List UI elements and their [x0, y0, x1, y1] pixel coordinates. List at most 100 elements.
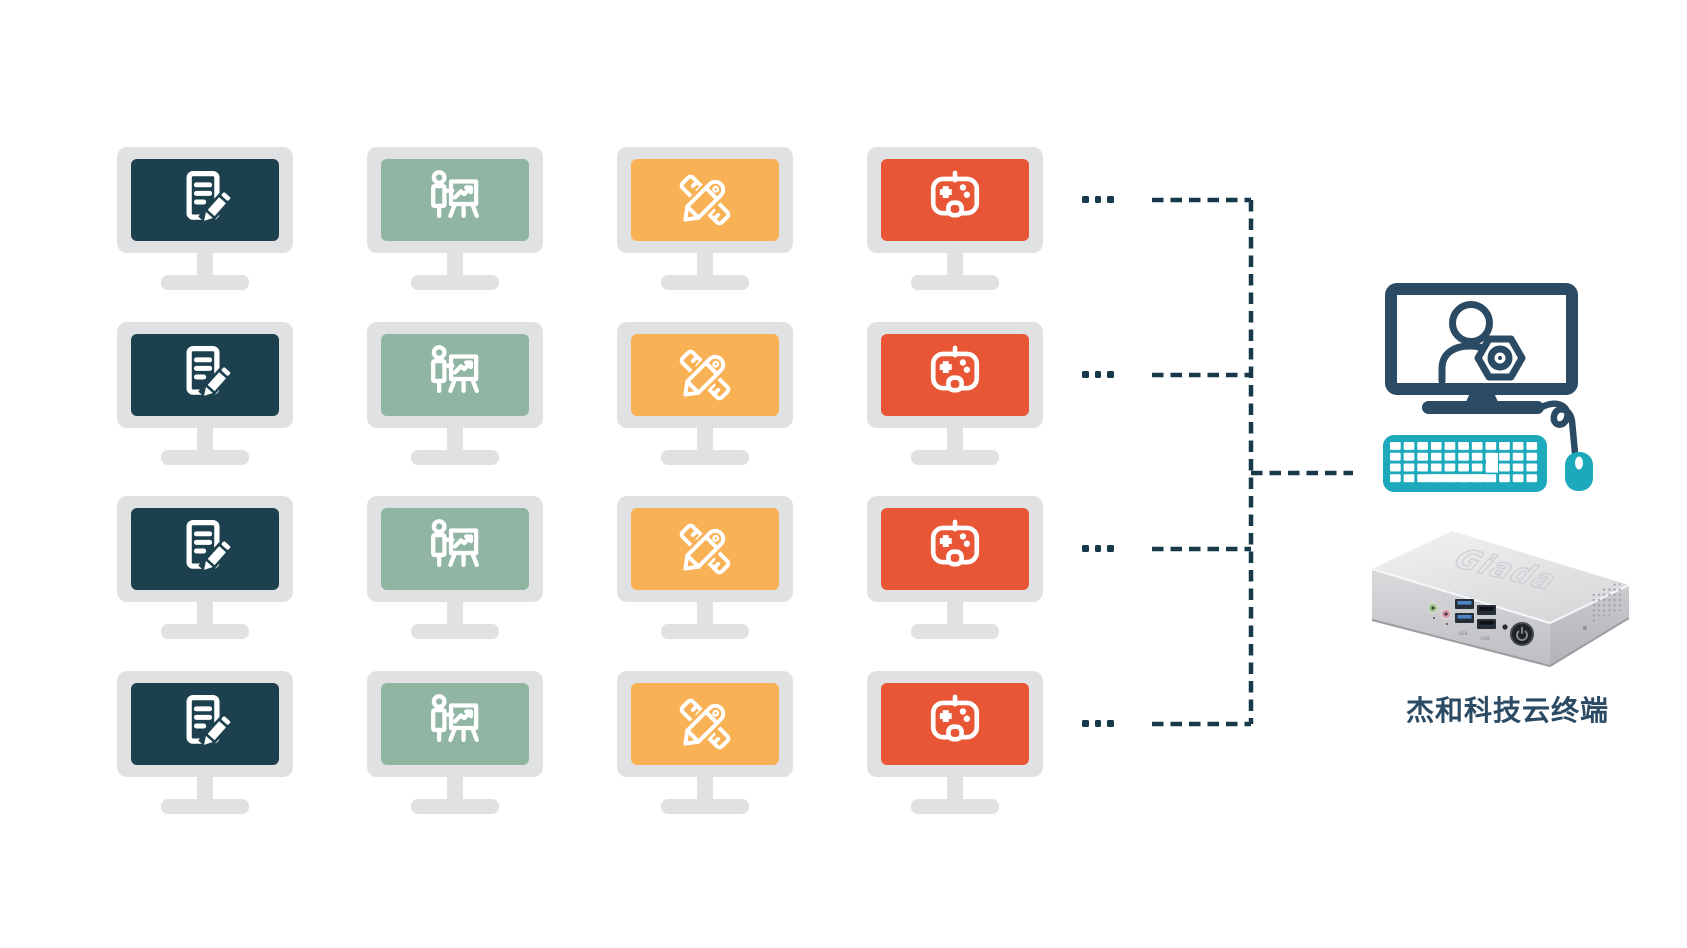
- row-ellipsis: [1082, 720, 1114, 727]
- vent-grille: [1591, 581, 1622, 623]
- monitor-stand-neck: [697, 252, 713, 275]
- mini-pc-illustration: Giada USB USB: [1371, 531, 1630, 668]
- monitor-stand-neck: [697, 427, 713, 450]
- monitor-stand-base: [911, 799, 999, 814]
- monitor-bezel: [367, 671, 543, 777]
- monitor-bezel: [117, 496, 293, 602]
- monitor-bezel: [367, 496, 543, 602]
- monitor-stand-base: [161, 799, 249, 814]
- presentation-chart-icon: [422, 691, 488, 757]
- front-ports: USB USB: [1427, 599, 1534, 646]
- monitor-bezel: [617, 147, 793, 253]
- power-button: [1510, 622, 1534, 646]
- monitor-screen: [131, 683, 279, 765]
- client-monitor-gaming: [867, 671, 1043, 814]
- client-monitor-documents: [117, 671, 293, 814]
- monitor-bezel: [367, 322, 543, 428]
- monitor-stand-neck: [447, 427, 463, 450]
- monitor-stand-neck: [447, 776, 463, 799]
- client-monitor-design: [617, 322, 793, 465]
- monitor-screen: [381, 334, 529, 416]
- monitor-stand-base: [661, 450, 749, 465]
- terminal-label: 杰和科技云终端: [1405, 694, 1609, 727]
- monitor-bezel: [617, 671, 793, 777]
- monitor-screen: [631, 508, 779, 590]
- monitor-stand-base: [161, 275, 249, 290]
- monitor-stand-neck: [697, 776, 713, 799]
- monitor-stand-base: [411, 624, 499, 639]
- monitor-bezel: [117, 322, 293, 428]
- monitor-screen: [131, 508, 279, 590]
- mouse-illustration: [1565, 452, 1593, 491]
- ruler-pencil-icon: [672, 342, 738, 408]
- monitor-stand-base: [661, 624, 749, 639]
- monitor-screen: [881, 683, 1029, 765]
- gamepad-icon: [922, 342, 988, 408]
- client-monitor-design: [617, 496, 793, 639]
- client-monitor-gaming: [867, 322, 1043, 465]
- monitor-screen: [381, 683, 529, 765]
- presentation-chart-icon: [422, 516, 488, 582]
- monitor-bezel: [617, 322, 793, 428]
- monitor-stand-base: [411, 799, 499, 814]
- mouse-cable: [1538, 400, 1579, 457]
- monitor-bezel: [867, 147, 1043, 253]
- usb-label: USB: [1480, 636, 1489, 642]
- client-monitor-presentation: [367, 322, 543, 465]
- monitor-stand-neck: [197, 601, 213, 624]
- client-monitor-documents: [117, 496, 293, 639]
- presentation-chart-icon: [422, 167, 488, 233]
- client-monitor-gaming: [867, 147, 1043, 290]
- monitor-bezel: [617, 496, 793, 602]
- monitor-bezel: [117, 147, 293, 253]
- admin-monitor-base: [1422, 401, 1544, 414]
- led-indicator: [1502, 624, 1508, 630]
- usb-label: USB: [1458, 631, 1467, 637]
- client-monitor-documents: [117, 147, 293, 290]
- monitor-stand-base: [411, 450, 499, 465]
- document-edit-icon: [172, 167, 238, 233]
- gamepad-icon: [922, 167, 988, 233]
- ruler-pencil-icon: [672, 516, 738, 582]
- document-edit-icon: [172, 342, 238, 408]
- monitor-stand-base: [661, 275, 749, 290]
- monitor-screen: [881, 334, 1029, 416]
- monitor-stand-base: [911, 624, 999, 639]
- monitor-stand-base: [161, 450, 249, 465]
- monitor-stand-neck: [197, 776, 213, 799]
- enter-key: [1486, 453, 1498, 473]
- row-ellipsis: [1082, 545, 1114, 552]
- client-monitor-design: [617, 147, 793, 290]
- client-monitor-documents: [117, 322, 293, 465]
- monitor-screen: [631, 334, 779, 416]
- monitor-bezel: [867, 496, 1043, 602]
- monitor-bezel: [867, 671, 1043, 777]
- row-ellipsis: [1082, 196, 1114, 203]
- ruler-pencil-icon: [672, 167, 738, 233]
- monitor-screen: [381, 508, 529, 590]
- monitor-stand-neck: [447, 252, 463, 275]
- client-monitor-design: [617, 671, 793, 814]
- monitor-bezel: [117, 671, 293, 777]
- client-monitor-presentation: [367, 496, 543, 639]
- monitor-stand-base: [411, 275, 499, 290]
- user-gear-icon: [1438, 301, 1526, 385]
- monitor-stand-neck: [197, 252, 213, 275]
- ruler-pencil-icon: [672, 691, 738, 757]
- client-monitor-presentation: [367, 147, 543, 290]
- monitor-stand-neck: [947, 601, 963, 624]
- gamepad-icon: [922, 516, 988, 582]
- client-monitor-gaming: [867, 496, 1043, 639]
- mouse-wheel: [1575, 456, 1583, 470]
- monitor-bezel: [867, 322, 1043, 428]
- admin-workstation-illustration: [1383, 283, 1593, 492]
- monitor-stand-neck: [947, 252, 963, 275]
- monitor-stand-base: [911, 275, 999, 290]
- monitor-stand-base: [161, 624, 249, 639]
- monitor-screen: [631, 683, 779, 765]
- spacebar-key: [1425, 474, 1487, 483]
- row-ellipsis: [1082, 371, 1114, 378]
- document-edit-icon: [172, 691, 238, 757]
- monitor-screen: [381, 159, 529, 241]
